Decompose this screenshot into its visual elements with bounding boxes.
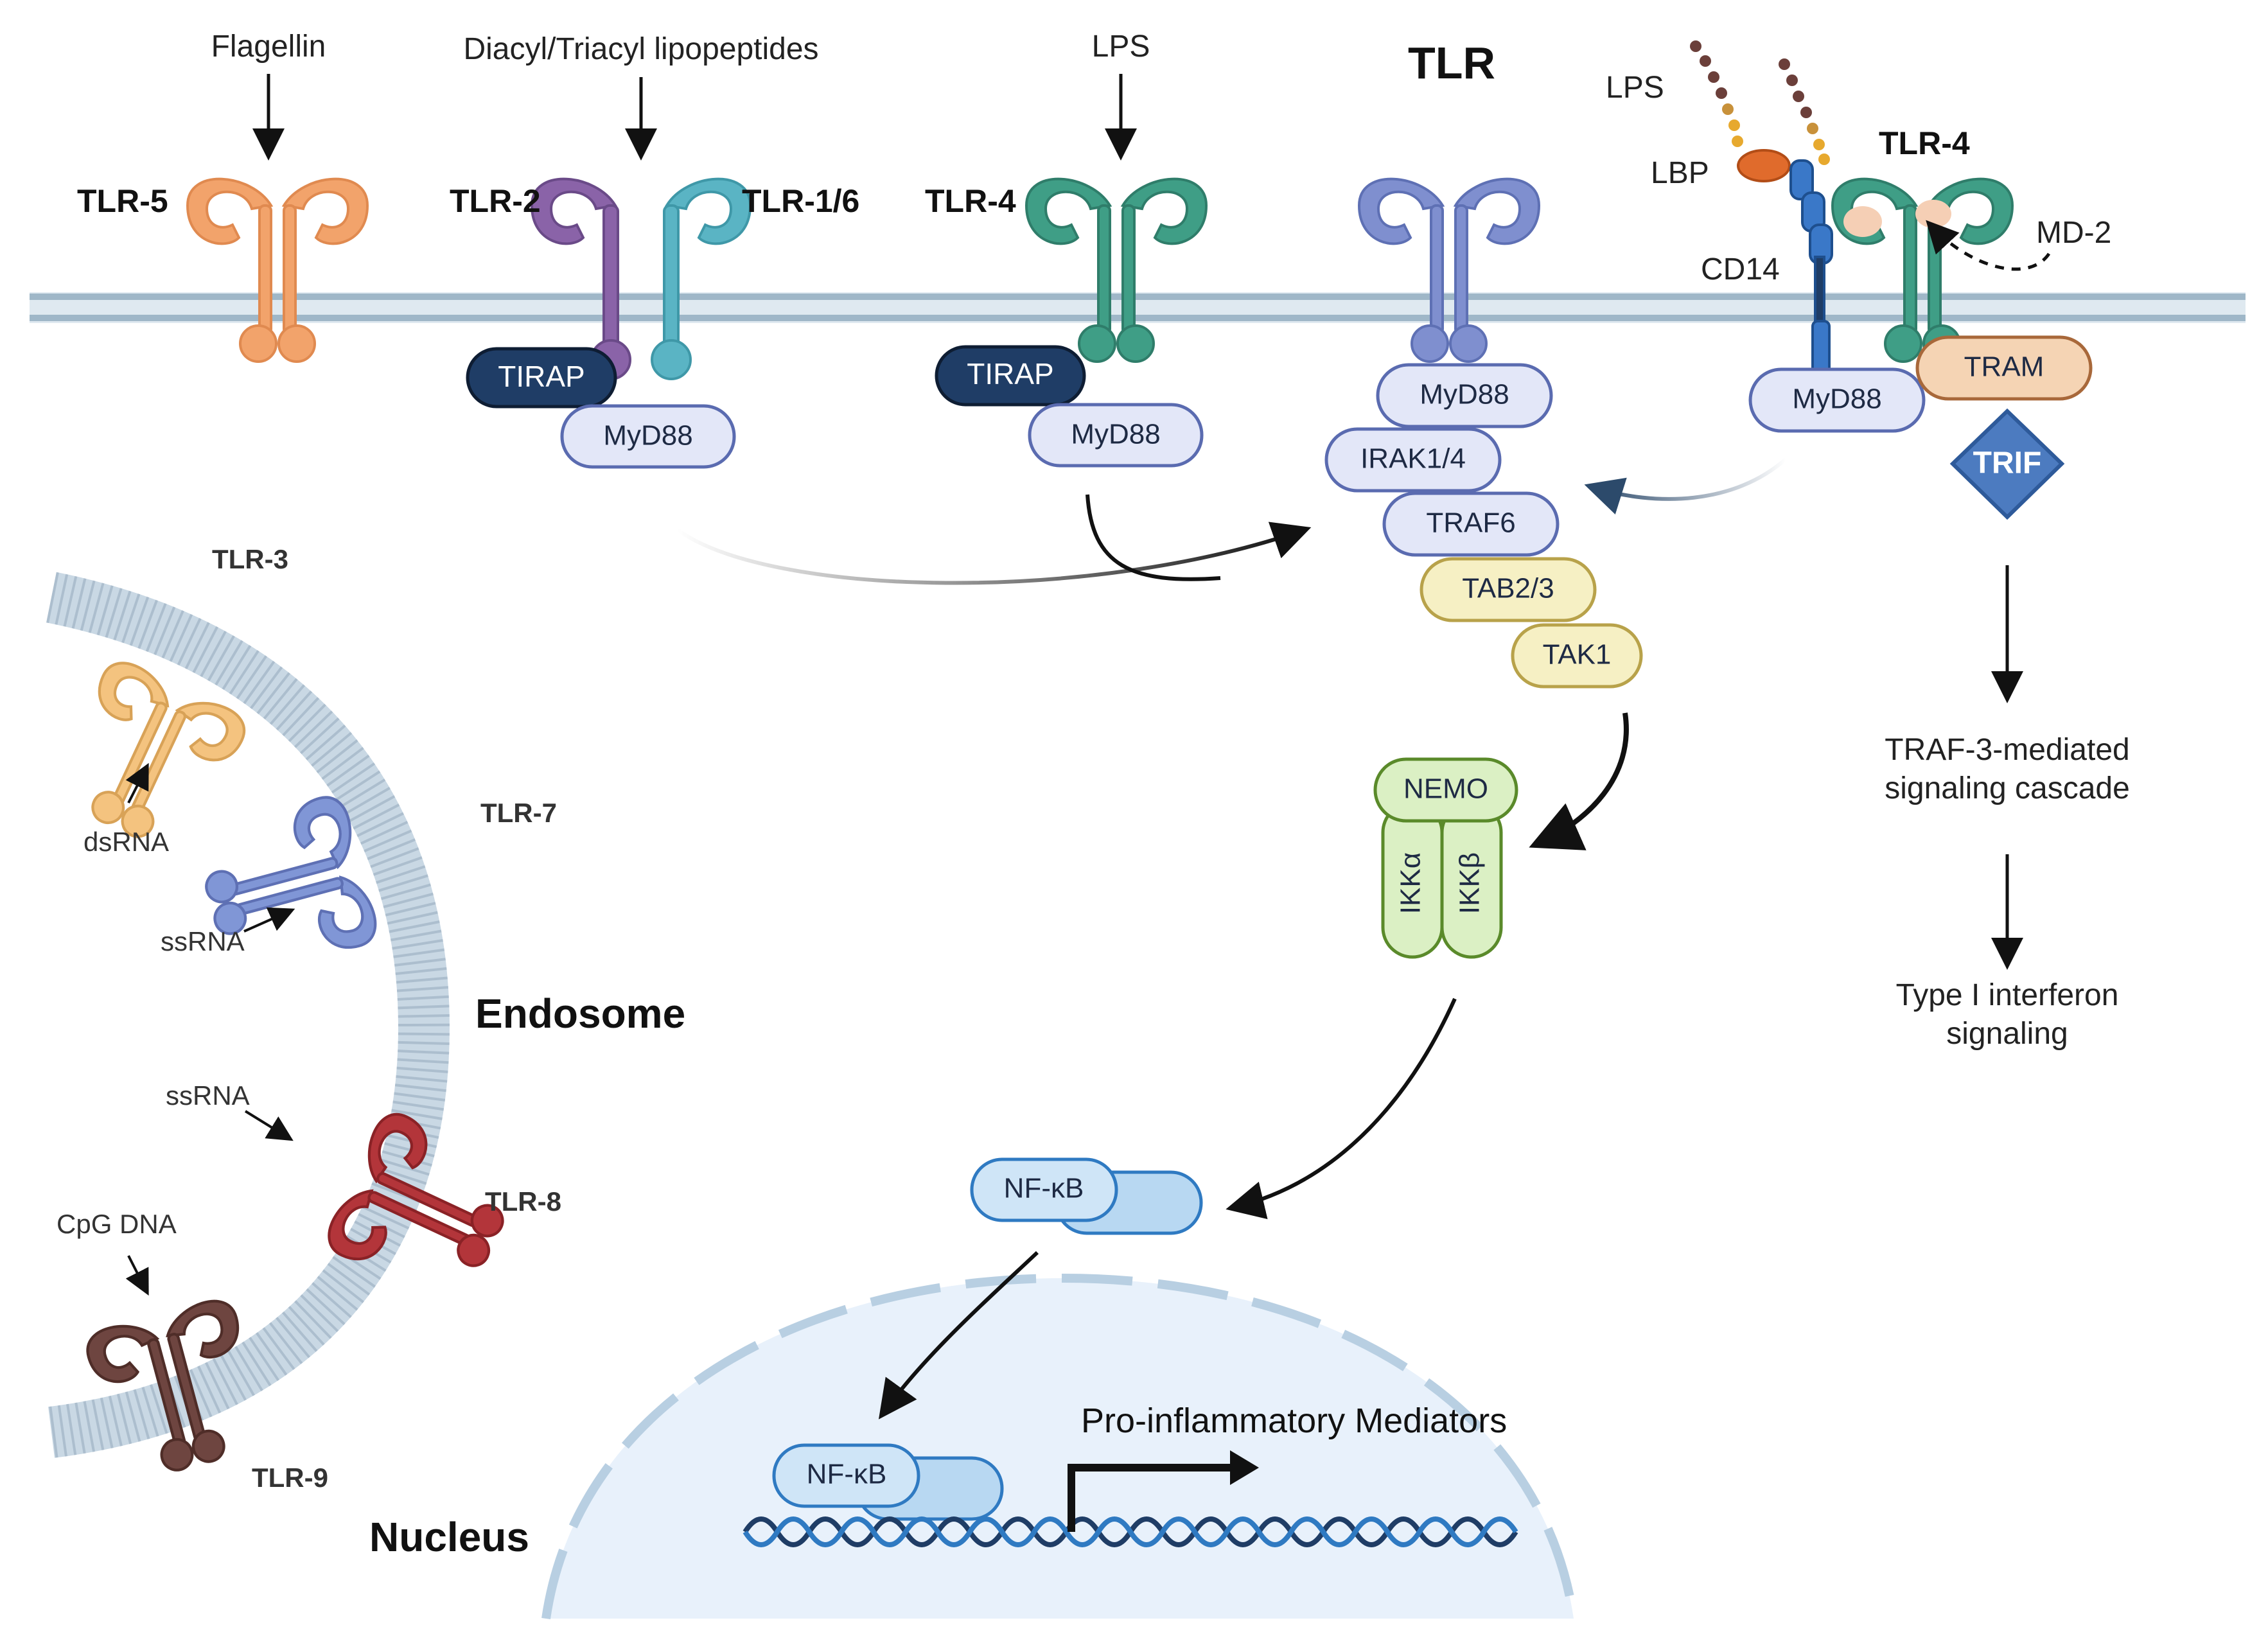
tab-pill bbox=[1420, 557, 1597, 622]
tlr16-label: TLR-1/6 bbox=[742, 183, 859, 219]
nfkb-cytoplasm-label: NF-κB bbox=[1004, 1173, 1084, 1204]
dsrna-label: dsRNA bbox=[84, 827, 169, 857]
tlr4-right-label: TLR-4 bbox=[1879, 125, 1970, 161]
lipopeptides-label: Diacyl/Triacyl lipopeptides bbox=[463, 32, 818, 66]
traf6-label: TRAF6 bbox=[1426, 507, 1515, 539]
myd88-center-pill bbox=[1376, 363, 1553, 428]
tlr2-receptor bbox=[530, 177, 631, 380]
nemo-label: NEMO bbox=[1403, 773, 1488, 805]
md2-arrow bbox=[1926, 220, 2051, 271]
ssrna8-label: ssRNA bbox=[166, 1080, 250, 1111]
tlr4-left-label: TLR-4 bbox=[925, 183, 1016, 219]
tlr5-label: TLR-5 bbox=[77, 183, 168, 219]
lps-top-label: LPS bbox=[1092, 30, 1150, 64]
transcription-arrow bbox=[1068, 1464, 1233, 1532]
myd88-right-label: MyD88 bbox=[1792, 383, 1881, 415]
endosome-membrane bbox=[46, 572, 450, 1458]
nfkb-nucleus: NF-κB bbox=[772, 1443, 1004, 1521]
tlr8-label: TLR-8 bbox=[485, 1186, 561, 1217]
cd14-label: CD14 bbox=[1701, 252, 1780, 286]
lps-molecule-2 bbox=[1779, 58, 1830, 165]
tram-pill bbox=[1915, 335, 2093, 401]
dna-helix bbox=[743, 1516, 1518, 1547]
myd88-pill-1-label: MyD88 bbox=[603, 420, 692, 452]
ikk-to-nfkb-arrow bbox=[1226, 997, 1457, 1220]
myd88-center-label: MyD88 bbox=[1420, 379, 1509, 410]
ikka-label: IKKα bbox=[1395, 852, 1427, 914]
plasma-membrane bbox=[30, 292, 2246, 323]
traf3-line1: TRAF-3-mediated bbox=[1885, 733, 2129, 767]
tak1-pill bbox=[1511, 623, 1643, 689]
tlr3-label: TLR-3 bbox=[212, 544, 288, 574]
myd88-pill-2 bbox=[1028, 403, 1204, 468]
tlr2-label: TLR-2 bbox=[450, 183, 541, 219]
myd88-pill-2-label: MyD88 bbox=[1071, 419, 1160, 450]
lbp-label: LBP bbox=[1651, 156, 1709, 190]
flagellin-label: Flagellin bbox=[211, 30, 326, 64]
tlr-center-title: TLR bbox=[1408, 38, 1495, 88]
tirap-pill-1 bbox=[466, 347, 617, 409]
tab-label: TAB2/3 bbox=[1462, 573, 1554, 604]
myd88-right-pill bbox=[1748, 367, 1926, 433]
ifn-line1: Type I interferon bbox=[1896, 978, 2119, 1012]
tirap-pill-2 bbox=[935, 345, 1086, 407]
nfkb-cytoplasm: NF-κB bbox=[970, 1157, 1203, 1235]
ssrna7-arrow bbox=[243, 907, 295, 933]
md2-label: MD-2 bbox=[2036, 216, 2111, 250]
ssrna8-arrow bbox=[244, 1110, 294, 1141]
nfkb-to-nucleus-arrow bbox=[878, 1251, 1039, 1419]
nucleus bbox=[541, 1273, 1578, 1620]
tirap-pill-1-label: TIRAP bbox=[498, 360, 585, 393]
cd14-coreceptor bbox=[1789, 159, 1833, 380]
md2-left bbox=[1843, 206, 1882, 237]
tlr9-label: TLR-9 bbox=[252, 1463, 328, 1493]
ssrna7-label: ssRNA bbox=[161, 926, 245, 956]
dsrna-arrow bbox=[125, 762, 149, 804]
tlr-center-receptor bbox=[1358, 177, 1540, 363]
irak-pill bbox=[1324, 427, 1502, 493]
lps-molecule-1 bbox=[1690, 40, 1743, 147]
ifn-line2: signaling bbox=[1946, 1017, 2068, 1051]
tlr4-left-receptor bbox=[1025, 177, 1208, 363]
tak1-to-ikk-arrow bbox=[1529, 712, 1629, 850]
transcription-arrowhead bbox=[1230, 1450, 1259, 1485]
mediators-label: Pro-inflammatory Mediators bbox=[1081, 1401, 1507, 1440]
endosome-label: Endosome bbox=[475, 990, 685, 1037]
nucleus-label: Nucleus bbox=[369, 1514, 529, 1560]
traf6-pill bbox=[1382, 491, 1560, 557]
irak-label: IRAK1/4 bbox=[1360, 443, 1466, 475]
cpg-arrow bbox=[125, 1255, 149, 1296]
tlr5-receptor bbox=[186, 177, 369, 363]
ikk-complex: IKKα IKKβ NEMO bbox=[1373, 757, 1518, 959]
tlr7-label: TLR-7 bbox=[480, 798, 557, 828]
ikkb-label: IKKβ bbox=[1454, 852, 1486, 914]
trif-label: TRIF bbox=[1973, 446, 2042, 480]
left-myd88-convergence-arrow bbox=[676, 522, 1312, 585]
md2-right bbox=[1915, 200, 1951, 228]
myd88-pill-1 bbox=[560, 404, 736, 469]
tirap-pill-2-label: TIRAP bbox=[967, 357, 1053, 391]
trif-diamond: TRIF bbox=[1949, 408, 2065, 520]
tlr4-myd88-convergence-arrow bbox=[1086, 494, 1221, 581]
tlr16-receptor bbox=[651, 177, 752, 380]
tram-label: TRAM bbox=[1964, 351, 2044, 383]
lbp-molecule bbox=[1737, 149, 1791, 182]
tak1-label: TAK1 bbox=[1543, 639, 1612, 671]
traf3-line2: signaling cascade bbox=[1885, 771, 2130, 805]
right-myd88-convergence-arrow bbox=[1584, 457, 1787, 514]
cpg-label: CpG DNA bbox=[57, 1209, 177, 1239]
nfkb-nucleus-label: NF-κB bbox=[807, 1459, 887, 1490]
nemo-pill bbox=[1373, 757, 1518, 823]
lps-right-label: LPS bbox=[1606, 71, 1664, 105]
